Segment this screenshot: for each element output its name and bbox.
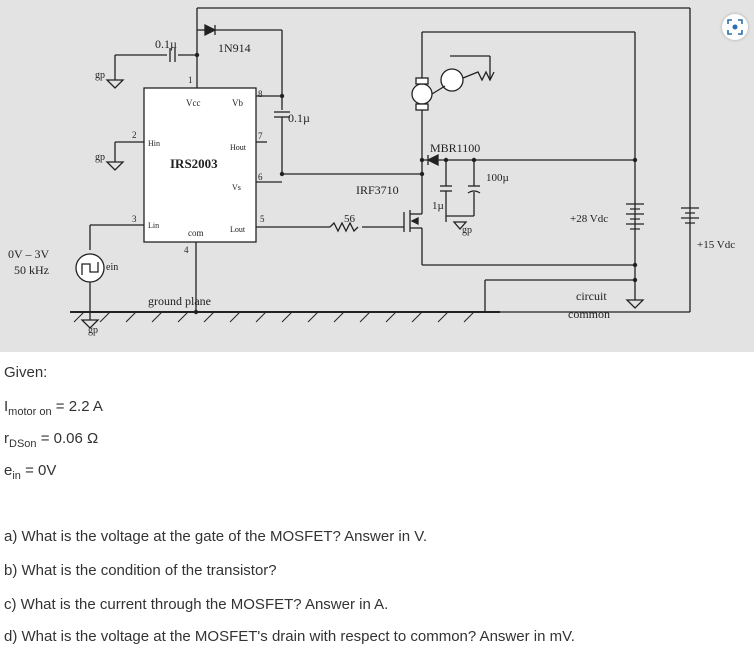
label-source-range: 0V – 3V	[8, 247, 49, 261]
label-irf3710: IRF3710	[356, 183, 399, 197]
label-hin: Hin	[148, 139, 160, 148]
label-vb: Vb	[232, 98, 243, 108]
ic-box	[143, 87, 257, 243]
pin-4: 4	[184, 245, 189, 255]
label-vcc: Vcc	[186, 98, 201, 108]
given-r-dson: rDSon = 0.06 Ω	[4, 430, 99, 450]
label-gp-2: gp	[95, 152, 105, 163]
label-resistor: 56	[344, 213, 356, 225]
figure-background	[0, 0, 754, 352]
pin-7: 7	[258, 131, 263, 141]
gp-ground-2	[105, 161, 125, 171]
label-gp-4: gp	[462, 225, 472, 236]
pin-8: 8	[258, 89, 263, 99]
scan-icon	[727, 19, 743, 35]
diode-1n914	[204, 23, 217, 37]
label-cap-top: 0.1µ	[155, 37, 177, 51]
given-i-motor: Imotor on = 2.2 A	[4, 398, 103, 418]
label-lout: Lout	[230, 225, 246, 234]
pin-3: 3	[132, 214, 137, 224]
label-ein: ein	[106, 262, 118, 273]
given-e-in: ein = 0V	[4, 462, 57, 482]
given-heading: Given:	[4, 364, 48, 381]
label-com: com	[188, 228, 204, 238]
label-cap-100u: 100µ	[486, 172, 509, 184]
label-cap-right: 0.1µ	[288, 111, 310, 125]
question-b: b) What is the condition of the transist…	[4, 562, 277, 579]
label-common: common	[568, 307, 610, 321]
circuit-figure: 0.1µ 1N914 gp gp gp gp Vcc Vb Hin Hout V…	[0, 0, 754, 352]
label-source-freq: 50 kHz	[14, 263, 49, 277]
gp-ground-3	[80, 319, 100, 329]
label-hout: Hout	[230, 143, 247, 152]
label-gp-3: gp	[88, 325, 98, 336]
gp-ground-4	[452, 221, 468, 230]
label-ic: IRS2003	[170, 156, 218, 171]
circuit-schematic: 0.1µ 1N914 gp gp gp gp Vcc Vb Hin Hout V…	[0, 0, 754, 352]
question-c: c) What is the current through the MOSFE…	[4, 596, 389, 613]
motor	[411, 83, 433, 105]
pin-2: 2	[132, 130, 137, 140]
label-ground-plane: ground plane	[148, 294, 211, 308]
label-mbr1100: MBR1100	[430, 141, 480, 155]
tach-generator	[440, 68, 464, 92]
diode-mbr1100	[426, 153, 439, 167]
label-vs: Vs	[232, 183, 241, 192]
label-circuit: circuit	[576, 289, 607, 303]
question-d: d) What is the voltage at the MOSFET's d…	[4, 628, 575, 645]
label-1n914: 1N914	[218, 41, 251, 55]
label-28v: +28 Vdc	[570, 213, 608, 225]
label-cap-1u: 1µ	[432, 200, 444, 212]
question-a: a) What is the voltage at the gate of th…	[4, 528, 427, 545]
pin-6: 6	[258, 172, 263, 182]
label-gp-1: gp	[95, 70, 105, 81]
image-scan-button[interactable]	[722, 14, 748, 40]
label-lin: Lin	[148, 221, 159, 230]
common-ground	[625, 299, 645, 309]
pin-5: 5	[260, 214, 265, 224]
gp-ground-1	[105, 79, 125, 89]
resistor-56	[329, 221, 359, 233]
label-15v: +15 Vdc	[697, 239, 735, 251]
pin-1: 1	[188, 75, 193, 85]
